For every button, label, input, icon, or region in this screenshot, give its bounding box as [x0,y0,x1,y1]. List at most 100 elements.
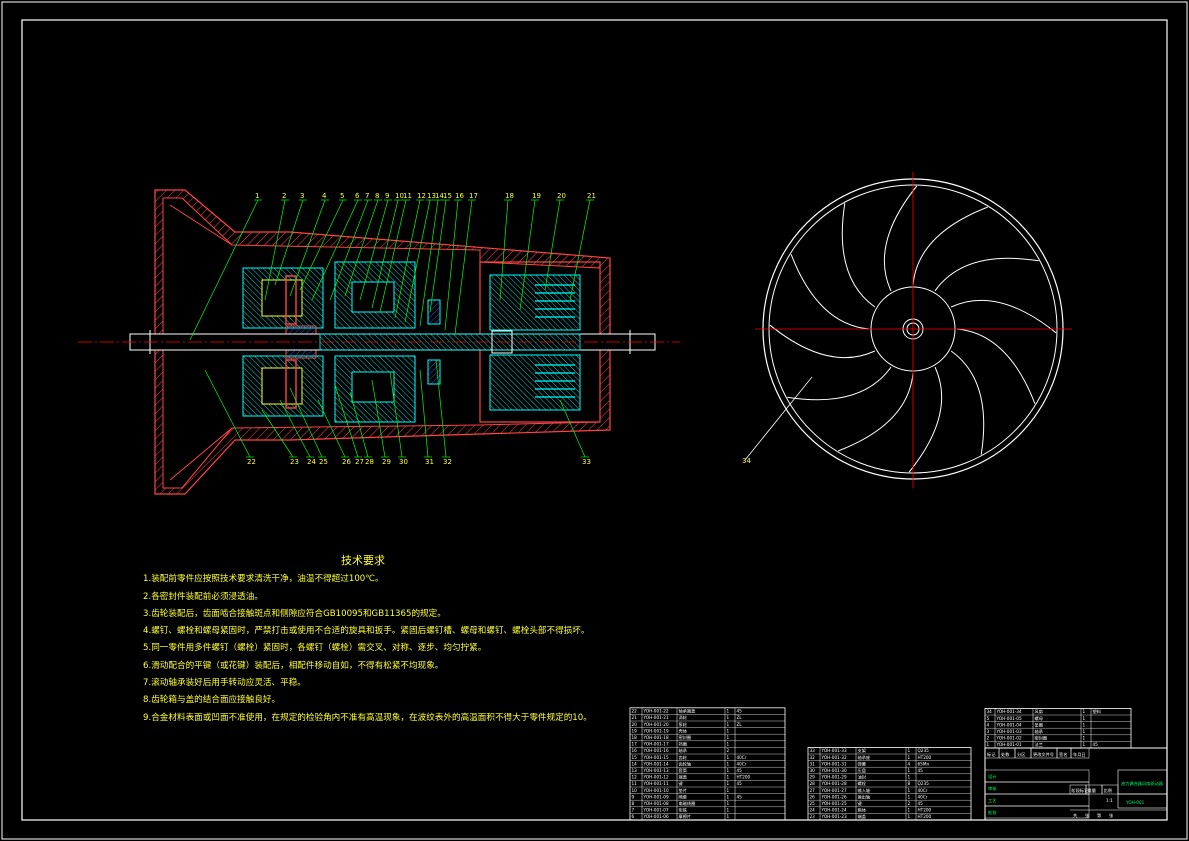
title-role-text: 批准 [988,809,996,816]
parts-cell: 1 [908,788,911,793]
parts-cell: YOH-001-28 [821,781,847,786]
parts-cell: 27 [810,788,816,793]
leader-line [499,199,509,301]
parts-cell: 键 [858,800,863,807]
parts-cell: YOH-001-20 [643,722,669,727]
sheet-label: 张 [1109,812,1114,819]
parts-cell: 11 [632,781,638,786]
part-balloon: 8 [375,192,379,200]
gear-upper-core [351,281,395,313]
part-balloon: 32 [443,458,452,466]
tech-line: 7.滚动轴承装好后用手转动应灵活、平稳。 [143,678,306,689]
leader-line [371,379,386,458]
parts-cell: 输入轴 [858,787,871,794]
parts-cell: 1 [908,808,911,813]
coupling-upper-fins [535,284,575,318]
parts-cell: 螺母 [1035,715,1043,722]
parts-cell: YOH-001-16 [643,748,669,753]
fan-blades [769,185,1057,473]
part-balloon: 7 [365,192,369,200]
parts-cell: 31 [810,761,816,766]
leader-line [349,391,369,458]
part-balloon: 1 [255,192,259,200]
parts-cell: 支架 [858,747,866,754]
parts-cell: 2 [987,736,990,741]
title-role-row [984,769,1090,783]
parts-cell: 26 [810,794,816,799]
parts-cell: 风扇 [1035,708,1043,715]
part-balloon: 28 [365,458,374,466]
parts-cell: 7 [632,808,635,813]
tech-line: 1.装配前零件应按照技术要求清洗干净，油温不得超过100℃。 [143,574,384,585]
parts-cell: 箱体 [858,807,867,814]
parts-cell: 2 [727,748,730,753]
leader-line [311,199,359,301]
parts-cell: 1 [727,715,730,720]
parts-cell: 涡轮 [679,714,688,721]
parts-cell: YOH-001-13 [643,768,669,773]
parts-cell: 23 [810,814,816,819]
part-balloon: 25 [319,458,328,466]
scale-cell [1101,784,1119,795]
parts-cell: 泵轮 [679,721,688,728]
parts-cell: HT200 [737,775,751,780]
sheet-label: 张 [1085,812,1090,819]
parts-cell: YOH-001-15 [643,755,669,760]
parts-cell: YOH-001-10 [643,788,669,793]
tech-line: 2.各密封件装配前必须浸透油。 [143,591,263,602]
leader-line [279,399,311,458]
parts-cell: YOH-001-14 [643,761,669,766]
parts-cell: YOH-001-22 [643,709,669,714]
parts-cell: HT200 [918,808,932,813]
parts-cell: 1 [1083,709,1086,714]
parts-cell: 1 [908,755,911,760]
title-block: 标记处数分区更改文件号签名年月日设计审核工艺批准液力偶合器风扇驱动器阶段标记重量… [984,747,1168,821]
part-balloon: 14 [435,192,444,200]
fan-blade [956,328,1036,404]
fan-blade [934,257,1039,292]
parts-cell: 1 [727,768,730,773]
leader-line [359,199,389,301]
parts-cell: 垫片 [679,787,687,794]
parts-cell: 1 [1083,736,1086,741]
parts-cell: 45 [918,801,924,806]
part-balloon: 6 [355,192,360,200]
title-role-row [984,793,1090,807]
title-role-text: 工艺 [988,798,996,803]
parts-cell: 1 [727,735,730,740]
parts-cell: 25 [810,801,816,806]
inner-frame [21,19,1168,821]
parts-cell: 65Mn [918,761,930,766]
tech-line: 9.合金材料表面或凹面不准使用，在规定的检验角内不准有高温现象，在波纹表外的高温… [143,712,592,723]
leader-line [299,199,344,291]
parts-cell: 1 [727,794,730,799]
leader-line [544,199,561,291]
leader-line [274,199,304,286]
parts-cell: 轴承 [679,747,688,754]
parts-cell: 10 [632,788,638,793]
tech-line: 6.滑动配合的平键（或花键）装配后，相配件移动自如，不得有松紧不均现象。 [143,660,444,671]
parts-cell: 端盖 [679,774,687,781]
parts-cell: Q235 [918,748,930,753]
parts-cell: 1 [1083,729,1086,734]
parts-cell: 45 [737,794,743,799]
section-view [78,189,680,495]
leader-line [189,199,259,341]
parts-cell: 法兰 [1035,741,1043,748]
part-balloon: 17 [469,192,478,200]
leader-line [419,199,439,327]
part-balloon: 10 [395,192,404,200]
tech-line: 8.齿轮箱与盖的结合面应接触良好。 [143,695,281,706]
parts-cell: ZL [737,722,743,727]
parts-cell: 密封圈 [1035,735,1048,742]
title-header-text: 更改文件号 [1033,751,1054,758]
parts-cell: YOH-001-06 [643,814,669,819]
part-balloon: 9 [385,192,389,200]
parts-cell: 螺栓 [858,780,867,787]
title-header-text: 签名 [1059,751,1067,758]
scale-label: 比例 [1104,787,1112,794]
parts-cell: YOH-001-21 [643,715,669,720]
